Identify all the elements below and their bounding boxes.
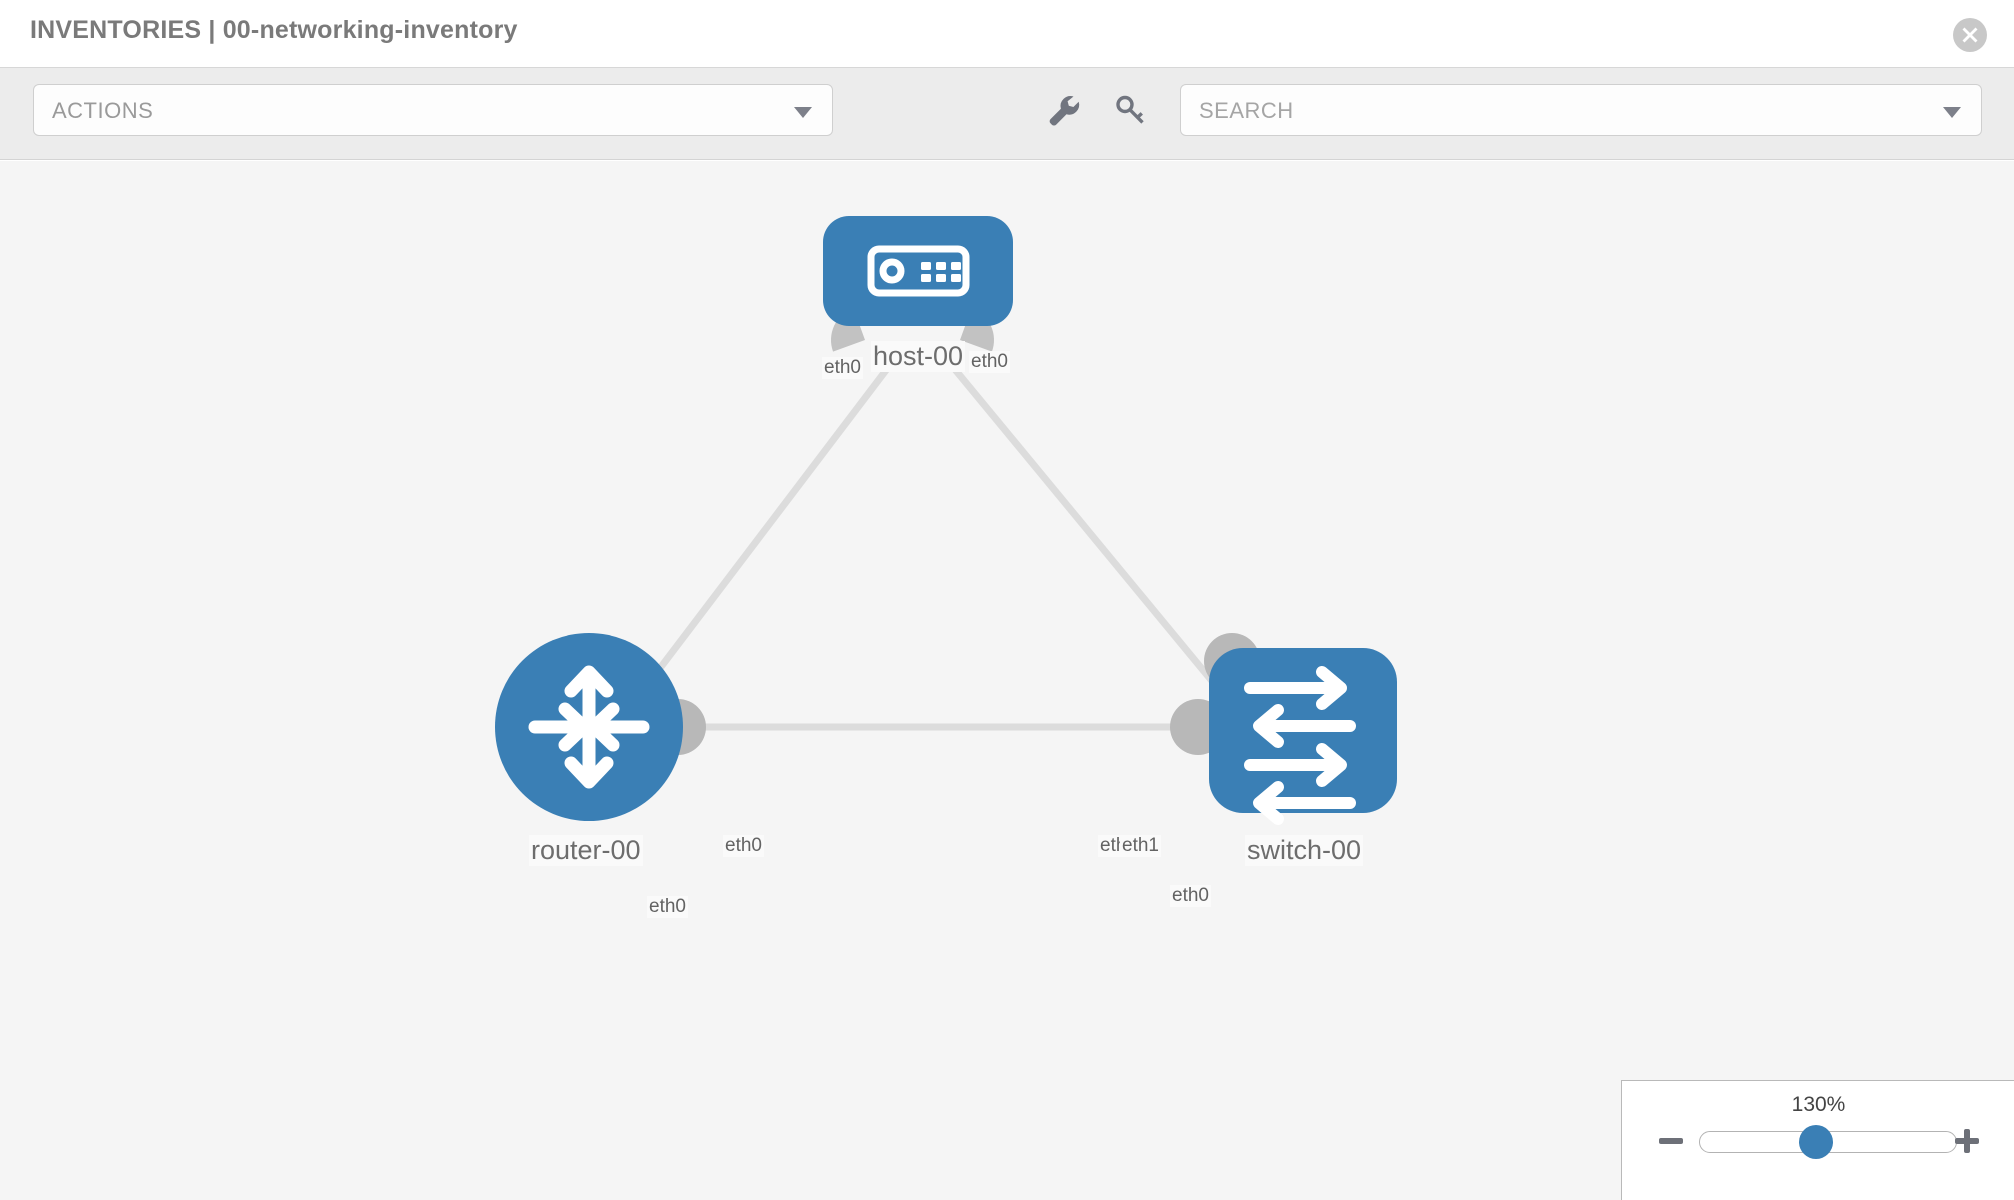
zoom-control-panel: 130% (1621, 1080, 2014, 1200)
node-router-00 (495, 633, 683, 821)
node-label-router-00: router-00 (529, 835, 643, 866)
page-title: INVENTORIES | 00-networking-inventory (30, 16, 518, 44)
plus-icon[interactable] (1952, 1126, 1982, 1156)
wrench-icon[interactable] (1043, 90, 1085, 132)
topology-canvas[interactable]: host-00 router-00 switch-00 eth0 eth0 et… (0, 161, 2014, 1200)
node-host-00 (823, 216, 1013, 326)
actions-dropdown-label: ACTIONS (52, 98, 154, 123)
chevron-down-icon[interactable] (1943, 107, 1961, 118)
search-placeholder: SEARCH (1199, 98, 1294, 123)
node-label-host-00: host-00 (871, 341, 966, 372)
edge-label-host-to-switch: eth0 (969, 351, 1010, 373)
zoom-slider-thumb[interactable] (1799, 1125, 1833, 1159)
topology-graph (495, 216, 1397, 825)
node-switch-00 (1209, 648, 1397, 825)
edge-label-router-eth0: eth0 (723, 835, 764, 857)
edge-host-router (617, 358, 896, 724)
router-arrows-icon (528, 665, 650, 789)
minus-icon[interactable] (1656, 1126, 1686, 1156)
chevron-down-icon (794, 107, 812, 118)
connector-router-right (678, 699, 706, 755)
edge-label-router-to-host: eth0 (647, 896, 688, 918)
key-icon[interactable] (1110, 90, 1152, 132)
switch-arrows-icon (1244, 666, 1356, 825)
edge-label-switch-to-host: eth0 (1170, 885, 1211, 907)
search-input[interactable]: SEARCH (1180, 84, 1982, 136)
close-icon[interactable] (1953, 18, 1987, 52)
edge-host-switch (945, 358, 1248, 724)
edge-label-host-to-router: eth0 (822, 357, 863, 379)
node-label-switch-00: switch-00 (1245, 835, 1364, 866)
page-header: INVENTORIES | 00-networking-inventory (0, 0, 2014, 68)
zoom-level-value: 130% (1791, 1093, 1846, 1116)
server-icon (867, 245, 970, 297)
topology-edges (617, 358, 1248, 731)
actions-dropdown[interactable]: ACTIONS (33, 84, 833, 136)
edge-label-switch-eth1: eth1 (1120, 835, 1161, 857)
